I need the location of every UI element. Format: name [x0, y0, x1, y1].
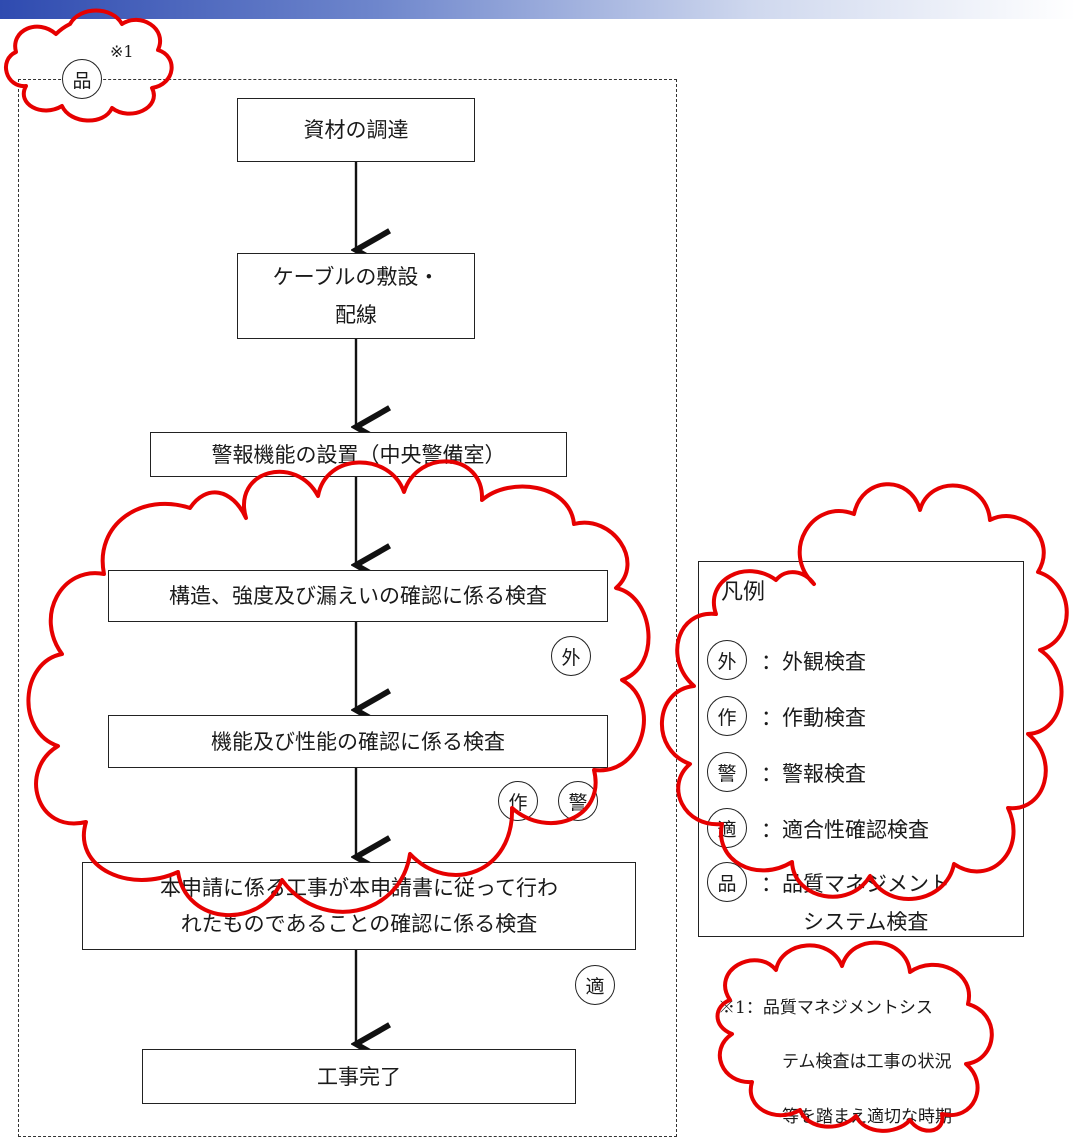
step-alarm-install: 警報機能の設置（中央警備室）: [150, 432, 567, 477]
legend-continuation: システム検査: [803, 910, 929, 934]
step-procurement: 資材の調達: [237, 98, 475, 162]
legend-item-operation: 作 ：作動検査: [707, 696, 1017, 740]
legend-title: 凡例: [721, 580, 766, 605]
legend-symbol: 警: [707, 752, 747, 792]
cloud-right: [660, 482, 1069, 901]
step-completion: 工事完了: [142, 1049, 576, 1104]
quality-badge: 品: [62, 59, 102, 99]
legend-symbol: 作: [707, 696, 747, 736]
process-frame: [18, 79, 677, 1137]
legend-item-quality: 品 ：品質マネジメント: [707, 862, 1017, 906]
step-function-inspection: 機能及び性能の確認に係る検査: [108, 715, 608, 768]
badge-visual: 外: [551, 636, 591, 676]
cloud-center: [26, 459, 651, 917]
header-gradient-bar: [0, 0, 1076, 19]
legend-item-alarm: 警 ：警報検査: [707, 752, 1017, 796]
footnote-line-2: テム検査は工事の状況: [782, 1052, 952, 1072]
note-mark-1: ※1: [110, 42, 134, 61]
legend-text: ：適合性確認検査: [761, 818, 929, 842]
step-structure-inspection: 構造、強度及び漏えいの確認に係る検査: [108, 570, 608, 622]
legend-text: ：作動検査: [761, 706, 866, 730]
footnote-line-1: ※1：品質マネジメントシス: [718, 998, 933, 1018]
legend-item-visual: 外 ：外観検査: [707, 640, 1017, 684]
legend-text: ：警報検査: [761, 762, 866, 786]
legend-symbol: 外: [707, 640, 747, 680]
badge-conformity: 適: [575, 965, 615, 1005]
step-cable-laying: ケーブルの敷設・ 配線: [237, 253, 475, 339]
legend-text: ：外観検査: [761, 650, 866, 674]
cloud-top-left: [4, 8, 174, 123]
cloud-lower-right: [715, 940, 994, 1133]
step-conformity-inspection: 本申請に係る工事が本申請書に従って行わ れたものであることの確認に係る検査: [82, 862, 636, 950]
legend-symbol: 品: [707, 862, 747, 902]
